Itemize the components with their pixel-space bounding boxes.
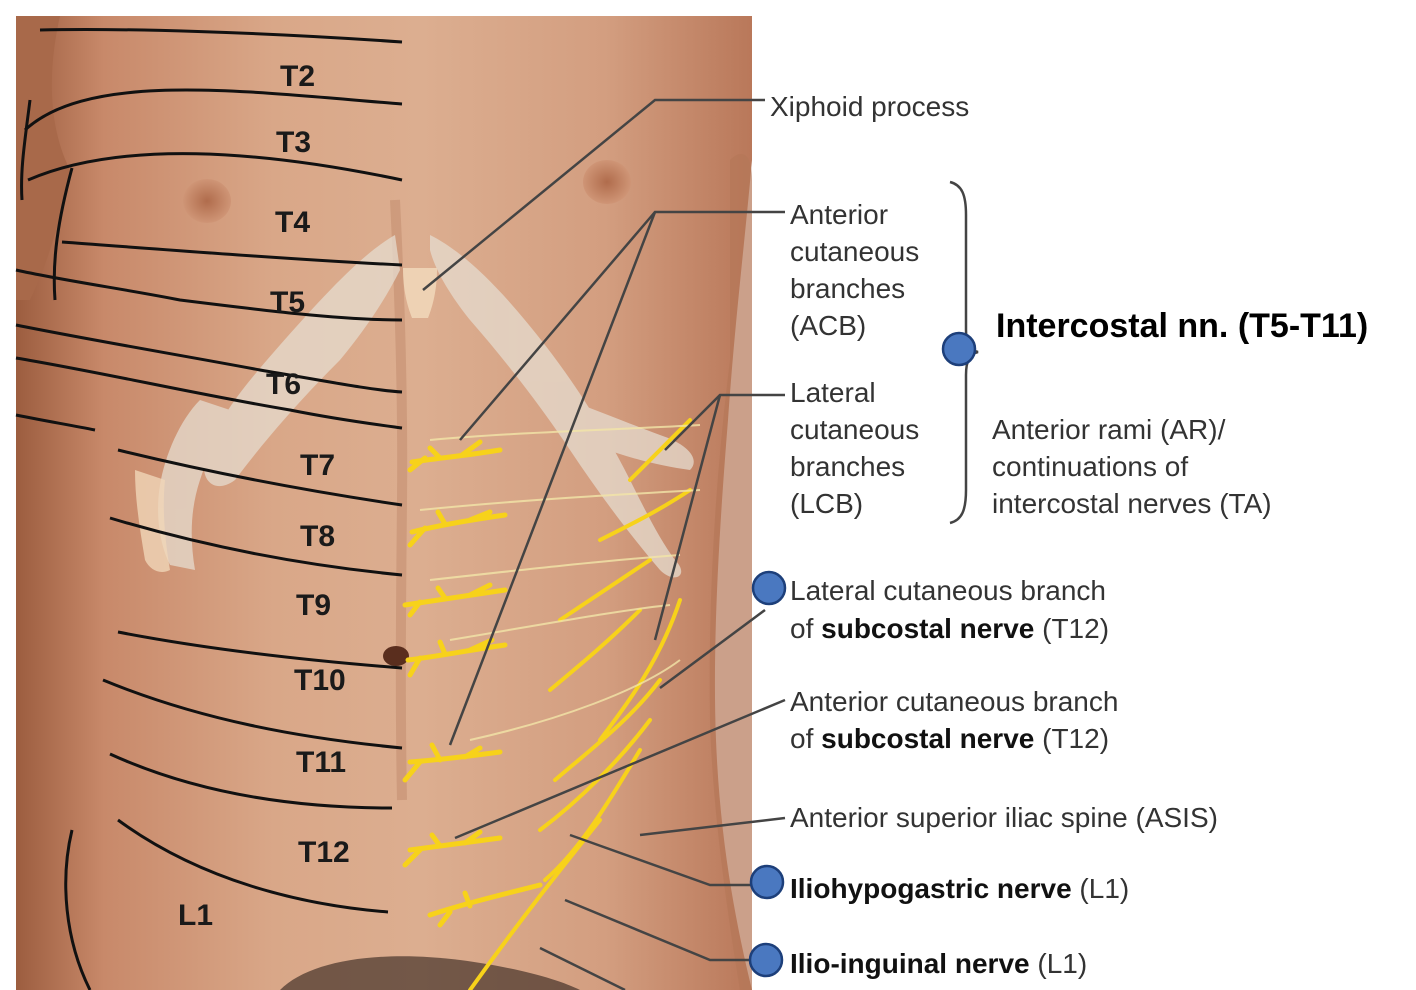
intercostal-nerves [402, 439, 543, 928]
label-suffix: (T12) [1034, 723, 1109, 754]
right-flank-shadow [709, 154, 752, 990]
label-acb: Anterior cutaneous branches (ACB) [790, 199, 919, 341]
midline-shadow [390, 199, 408, 801]
label-ar-line: intercostal nerves (TA) [992, 488, 1272, 519]
dermatome-label: L1 [178, 899, 213, 932]
marker-intercostal [941, 331, 977, 367]
dermatome-label: T3 [276, 126, 311, 159]
label-line: of subcostal nerve (T12) [790, 723, 1109, 754]
dermatome-lines [15, 28, 403, 990]
left-arm [16, 16, 70, 300]
dermatome-label: T9 [296, 589, 331, 622]
label-ar-line: continuations of [992, 451, 1188, 482]
label-lcb: Lateral cutaneous branches (LCB) [790, 377, 919, 519]
left-nipple [183, 179, 231, 223]
bracket [949, 180, 979, 525]
label-asis: Anterior superior iliac spine (ASIS) [790, 802, 1218, 833]
dermatome-label: T12 [298, 836, 350, 869]
label-bold: Ilio-inguinal nerve [790, 948, 1030, 979]
dermatome-label: T10 [294, 664, 346, 697]
label-lcb-line: branches [790, 451, 905, 482]
marker-ilioinguinal [748, 942, 784, 978]
label-bold: subcostal nerve [821, 613, 1034, 644]
label-subcostal-anterior: Anterior cutaneous branch of subcostal n… [790, 686, 1118, 754]
marker-subcostal-lateral [751, 570, 787, 606]
dermatome-label: T7 [300, 449, 335, 482]
label-subcostal-lateral: Lateral cutaneous branch of subcostal ne… [790, 575, 1109, 644]
leader-lines [422, 98, 786, 990]
umbilicus [383, 646, 409, 666]
label-acb-line: (ACB) [790, 310, 866, 341]
label-iliohypogastric: Iliohypogastric nerve (L1) [790, 873, 1129, 904]
label-acb-line: branches [790, 273, 905, 304]
dermatome-label: T2 [280, 60, 315, 93]
label-anterior-rami: Anterior rami (AR)/ continuations of int… [992, 414, 1272, 519]
label-acb-line: Anterior [790, 199, 888, 230]
label-lcb-line: Lateral [790, 377, 876, 408]
label-line: Anterior cutaneous branch [790, 686, 1118, 717]
faint-nerve-paths [419, 424, 701, 741]
label-acb-line: cutaneous [790, 236, 919, 267]
label-ar-line: Anterior rami (AR)/ [992, 414, 1226, 445]
label-ilioinguinal: Ilio-inguinal nerve (L1) [790, 948, 1087, 979]
marker-iliohypogastric [749, 864, 785, 900]
label-bold: Iliohypogastric nerve [790, 873, 1072, 904]
pubic-region [280, 956, 580, 990]
dermatome-label: T5 [270, 286, 305, 319]
right-nipple [583, 160, 631, 204]
rib-cage [158, 235, 694, 578]
label-of: of [790, 613, 821, 644]
dermatome-label: T11 [296, 746, 346, 779]
label-line: of subcostal nerve (T12) [790, 613, 1109, 644]
dermatome-label: T6 [266, 368, 301, 401]
dermatome-labels: T2 T3 T4 T5 T6 T7 T8 T9 T10 T11 T12 L1 [178, 60, 350, 932]
label-suffix: (L1) [1030, 948, 1088, 979]
label-lcb-line: (LCB) [790, 488, 863, 519]
costal-cartilage [135, 470, 170, 572]
label-xiphoid: Xiphoid process [770, 91, 969, 122]
dermatome-label: T8 [300, 520, 335, 553]
lateral-nerves [468, 418, 692, 990]
intercostal-title: Intercostal nn. (T5-T11) [996, 307, 1368, 345]
label-suffix: (L1) [1072, 873, 1130, 904]
label-suffix: (T12) [1034, 613, 1109, 644]
label-bold: subcostal nerve [821, 723, 1034, 754]
label-line: Lateral cutaneous branch [790, 575, 1106, 606]
markers [748, 331, 977, 978]
label-lcb-line: cutaneous [790, 414, 919, 445]
label-of: of [790, 723, 821, 754]
xiphoid-bone [403, 268, 437, 318]
dermatome-label: T4 [275, 206, 310, 239]
